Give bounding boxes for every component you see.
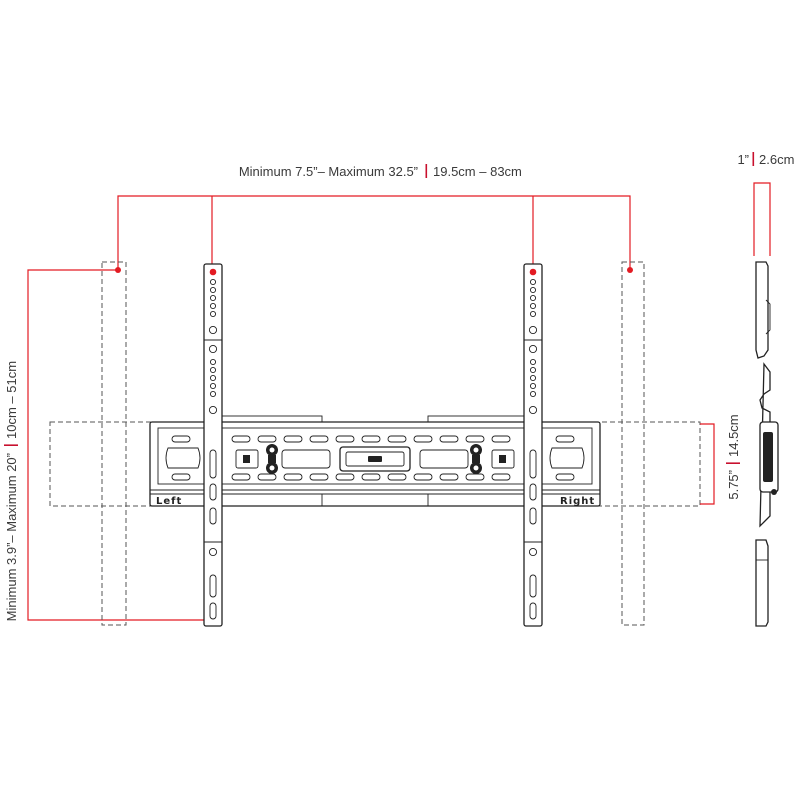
plate-right-cutout xyxy=(549,447,585,469)
height-dimension-line xyxy=(27,269,212,621)
right-arm-body xyxy=(523,263,543,627)
depth-dimension-lines xyxy=(753,182,771,256)
plate-left-cutout xyxy=(165,447,201,469)
profile-top-arm xyxy=(755,261,769,359)
height-label-imperial: Minimum 3.9”– Maximum 20” xyxy=(4,453,19,621)
width-max-line xyxy=(117,195,631,270)
center-lock-knob xyxy=(368,456,382,462)
side-profile-view xyxy=(755,261,779,627)
plate-height-label-metric: 14.5cm xyxy=(726,414,741,457)
plate-bolts-right xyxy=(470,444,482,474)
wall-plate: Left Right xyxy=(149,415,601,507)
width-max-right-dot xyxy=(627,267,633,273)
plate-bolts-left xyxy=(266,444,278,474)
plate-slot-row-top xyxy=(171,435,575,443)
height-label-separator xyxy=(4,444,18,446)
right-bracket-label: Right xyxy=(560,496,595,507)
right-max-arm-outline xyxy=(621,261,645,626)
left-arm-body xyxy=(203,263,223,627)
depth-line xyxy=(753,182,771,256)
profile-bottom-arm xyxy=(755,539,769,627)
width-label-metric: 19.5cm – 83cm xyxy=(433,164,522,179)
depth-label-metric: 2.6cm xyxy=(759,152,794,167)
left-max-arm-outline xyxy=(101,261,127,626)
right-mounting-arm xyxy=(523,263,543,627)
plate-slot-row-bottom xyxy=(171,473,575,481)
wall-plate-inner-frame xyxy=(157,427,593,485)
left-bracket-label: Left xyxy=(156,496,182,507)
plate-top-lip-right xyxy=(427,415,533,423)
width-dimension-label: Minimum 7.5”– Maximum 32.5” 19.5cm – 83c… xyxy=(239,164,522,179)
width-label-separator xyxy=(425,164,428,178)
plate-tab-right xyxy=(499,455,506,463)
plate-height-line xyxy=(700,423,715,505)
plate-height-label: 5.75” 14.5cm xyxy=(726,414,741,500)
plate-height-label-imperial: 5.75” xyxy=(726,470,741,500)
height-dimension-label: Minimum 3.9”– Maximum 20” 10cm – 51cm xyxy=(4,361,19,621)
depth-label-separator xyxy=(752,152,755,166)
depth-label-imperial: 1” xyxy=(737,152,749,167)
plate-height-label-separator xyxy=(726,462,740,464)
plate-tab-left xyxy=(243,455,250,463)
width-label-imperial: Minimum 7.5”– Maximum 32.5” xyxy=(239,164,418,179)
left-mounting-arm xyxy=(203,263,223,627)
height-label-metric: 10cm – 51cm xyxy=(4,361,19,439)
plate-height-dimension xyxy=(700,423,715,505)
plate-top-lip-left xyxy=(217,415,323,423)
depth-dimension-label: 1” 2.6cm xyxy=(737,152,794,167)
width-dimension-lines xyxy=(115,195,633,273)
